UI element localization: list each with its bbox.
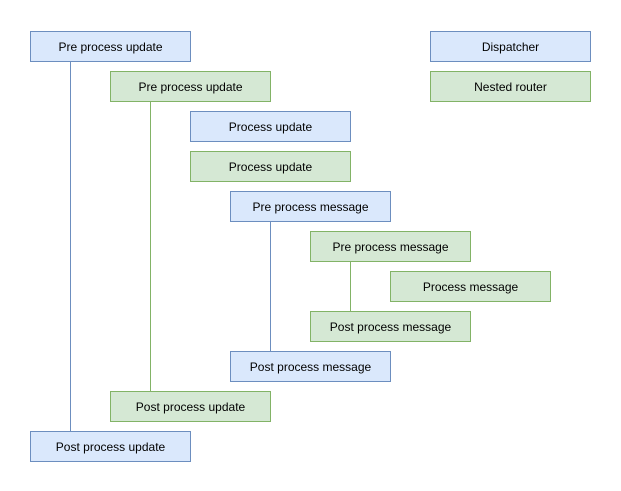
node-label: Dispatcher (481, 39, 540, 54)
node-label: Post process message (329, 319, 452, 334)
node-post-process-message-dispatcher: Post process message (230, 351, 391, 382)
node-label: Post process message (249, 359, 372, 374)
node-pre-process-message-nested: Pre process message (310, 231, 471, 262)
connector-line-message-outer (270, 221, 271, 351)
node-process-message-nested: Process message (390, 271, 551, 302)
node-post-process-update-nested: Post process update (110, 391, 271, 422)
node-label: Post process update (55, 439, 166, 454)
node-label: Pre process message (252, 199, 369, 214)
node-nested-router-legend: Nested router (430, 71, 591, 102)
node-post-process-update-dispatcher: Post process update (30, 431, 191, 462)
node-pre-process-update-dispatcher: Pre process update (30, 31, 191, 62)
node-label: Process message (422, 279, 519, 294)
node-label: Nested router (474, 79, 547, 94)
node-label: Post process update (135, 399, 246, 414)
node-label: Process update (228, 119, 313, 134)
node-process-update-dispatcher: Process update (190, 111, 351, 142)
node-pre-process-update-nested: Pre process update (110, 71, 271, 102)
node-label: Pre process update (58, 39, 163, 54)
node-post-process-message-nested: Post process message (310, 311, 471, 342)
node-label: Pre process update (138, 79, 243, 94)
connector-line-update-outer (70, 61, 71, 431)
connector-line-update-nested (150, 101, 151, 391)
node-label: Pre process message (332, 239, 449, 254)
node-pre-process-message-dispatcher: Pre process message (230, 191, 391, 222)
node-dispatcher-legend: Dispatcher (430, 31, 591, 62)
node-label: Process update (228, 159, 313, 174)
connector-line-message-nested (350, 261, 351, 311)
node-process-update-nested: Process update (190, 151, 351, 182)
